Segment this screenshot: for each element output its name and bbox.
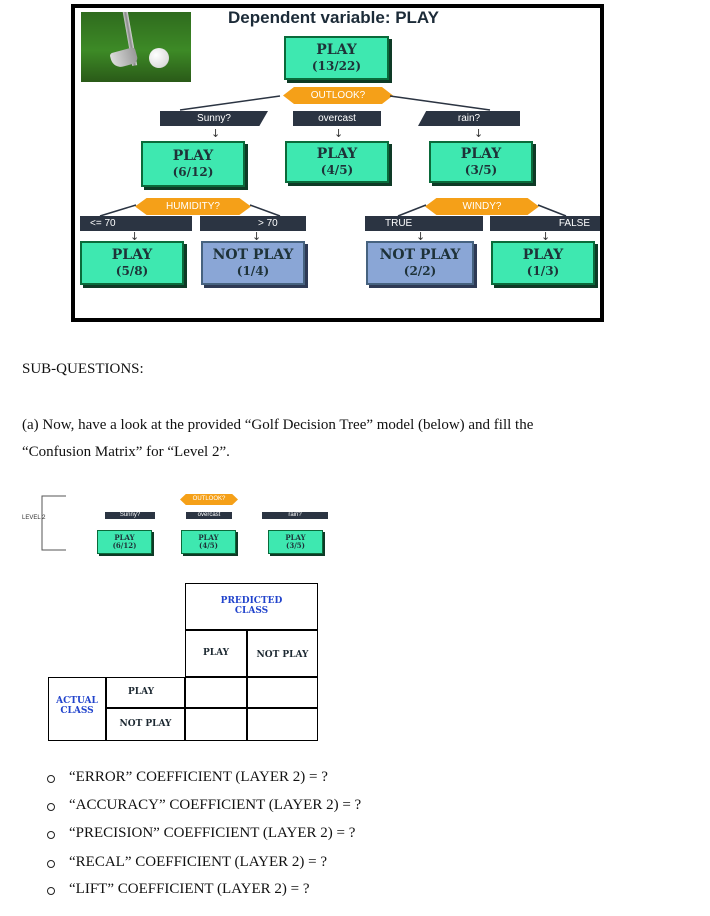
small-sunny-node: PLAY (6/12) (97, 530, 152, 554)
leaf-label: PLAY (522, 247, 564, 263)
predicted-header: PREDICTED (220, 596, 283, 606)
arrow-down-icon: ↓ (130, 230, 140, 243)
arrow-down-icon: ↓ (334, 127, 344, 140)
root-node-label: PLAY (316, 42, 357, 58)
arrow-down-icon: ↓ (211, 127, 221, 140)
leaf-windy-true: NOT PLAY (2/2) (366, 241, 474, 285)
level-bracket (41, 495, 66, 551)
small-branch-rain: rain? (262, 512, 328, 519)
sunny-node-label: PLAY (172, 148, 214, 164)
small-rain-node: PLAY (3/5) (268, 530, 323, 554)
small-branch-sunny: Sunny? (105, 512, 155, 519)
bullet-lift: “LIFT” COEFFICIENT (LAYER 2) = ? (69, 881, 310, 897)
predicted-class-header-cell (185, 583, 318, 630)
small-node-count: (6/12) (112, 541, 137, 550)
overcast-node-count: (4/5) (320, 163, 354, 177)
windy-split: WINDY? (425, 198, 539, 215)
humidity-split: HUMIDITY? (135, 198, 251, 215)
small-outlook-split: OUTLOOK? (180, 494, 238, 505)
question-a-line2: “Confusion Matrix” for “Level 2”. (22, 444, 230, 460)
arrow-down-icon: ↓ (541, 230, 551, 243)
question-a-line1: (a) Now, have a look at the provided “Go… (22, 417, 534, 433)
actual-class-cell (48, 677, 106, 741)
rain-node-label: PLAY (460, 146, 502, 162)
section-heading: SUB-QUESTIONS: (22, 361, 144, 377)
branch-windy-false: FALSE (490, 216, 600, 231)
branch-overcast: overcast (293, 111, 381, 126)
branch-humidity-high: > 70 (200, 216, 306, 231)
matrix-cell-fn[interactable] (247, 677, 318, 708)
bullet-icon (47, 860, 55, 868)
row-play-cell (106, 677, 185, 708)
small-node-label: PLAY (198, 533, 219, 542)
actual-header: ACTUAL (56, 696, 98, 706)
leaf-humidity-high: NOT PLAY (1/4) (201, 241, 305, 285)
small-node-count: (3/5) (286, 541, 305, 550)
outlook-split: OUTLOOK? (283, 87, 393, 104)
bullet-recall: “RECAL” COEFFICIENT (LAYER 2) = ? (69, 854, 328, 870)
root-connectors (179, 95, 491, 111)
arrow-down-icon: ↓ (416, 230, 426, 243)
leaf-label: PLAY (111, 247, 153, 263)
level-label: LEVEL 2 (22, 515, 46, 521)
split-connectors (99, 204, 567, 217)
actual-header-2: CLASS (60, 706, 94, 716)
leaf-humidity-low: PLAY (5/8) (80, 241, 184, 285)
overcast-node: PLAY (4/5) (285, 141, 389, 183)
root-node-count: (13/22) (311, 59, 362, 73)
branch-rain: rain? (418, 111, 520, 126)
branch-windy-true: TRUE (365, 216, 483, 231)
row-not-play-label: NOT PLAY (119, 719, 172, 729)
sunny-node-count: (6/12) (172, 165, 214, 179)
leaf-count: (1/3) (526, 264, 560, 278)
col-play-cell (185, 630, 247, 677)
bullet-icon (47, 803, 55, 811)
predicted-header-2: CLASS (234, 606, 269, 616)
arrow-down-icon: ↓ (474, 127, 484, 140)
arrow-down-icon: ↓ (252, 230, 262, 243)
leaf-count: (5/8) (115, 264, 149, 278)
branch-sunny: Sunny? (160, 111, 268, 126)
overcast-node-label: PLAY (316, 146, 358, 162)
rain-node-count: (3/5) (464, 163, 498, 177)
col-play-label: PLAY (202, 648, 230, 658)
small-node-label: PLAY (285, 533, 306, 542)
matrix-cell-fp[interactable] (185, 708, 247, 741)
bullet-icon (47, 775, 55, 783)
bullet-precision: “PRECISION” COEFFICIENT (LAYER 2) = ? (69, 825, 356, 841)
leaf-label: NOT PLAY (212, 247, 294, 263)
leaf-label: NOT PLAY (379, 247, 461, 263)
bullet-icon (47, 887, 55, 895)
col-not-play-cell (247, 630, 318, 677)
matrix-cell-tp[interactable] (185, 677, 247, 708)
small-node-label: PLAY (114, 533, 135, 542)
bullet-accuracy: “ACCURACY” COEFFICIENT (LAYER 2) = ? (69, 797, 362, 813)
leaf-windy-false: PLAY (1/3) (491, 241, 595, 285)
root-node: PLAY (13/22) (284, 36, 389, 80)
row-not-play-cell (106, 708, 185, 741)
small-node-count: (4/5) (199, 541, 218, 550)
leaf-count: (1/4) (236, 264, 270, 278)
bullet-icon (47, 831, 55, 839)
branch-humidity-low: <= 70 (80, 216, 192, 231)
matrix-cell-tn[interactable] (247, 708, 318, 741)
leaf-count: (2/2) (403, 264, 437, 278)
small-branch-overcast: overcast (186, 512, 232, 519)
col-not-play-label: NOT PLAY (256, 650, 309, 660)
rain-node: PLAY (3/5) (429, 141, 533, 183)
row-play-label: PLAY (127, 687, 155, 697)
figure-title: Dependent variable: PLAY (228, 8, 439, 27)
golf-club-image (81, 12, 191, 82)
sunny-node: PLAY (6/12) (141, 141, 245, 187)
small-overcast-node: PLAY (4/5) (181, 530, 236, 554)
bullet-error: “ERROR” COEFFICIENT (LAYER 2) = ? (69, 769, 328, 785)
